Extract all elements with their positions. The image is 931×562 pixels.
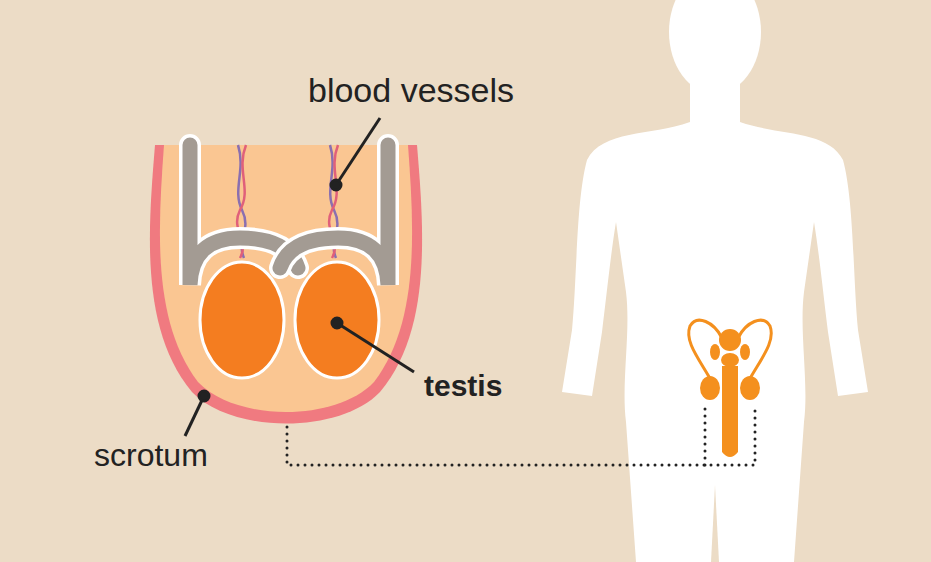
reproductive-icon: [689, 320, 772, 457]
scrotum-shape: [150, 145, 422, 424]
leader-lines: [185, 118, 414, 436]
epididymis: [190, 145, 388, 285]
testis-shape: [200, 262, 379, 378]
part-label: blood vessels: [308, 72, 514, 109]
part-label: testis: [424, 369, 502, 402]
part-label: scrotum: [94, 438, 208, 473]
body-silhouette: [562, 0, 868, 562]
